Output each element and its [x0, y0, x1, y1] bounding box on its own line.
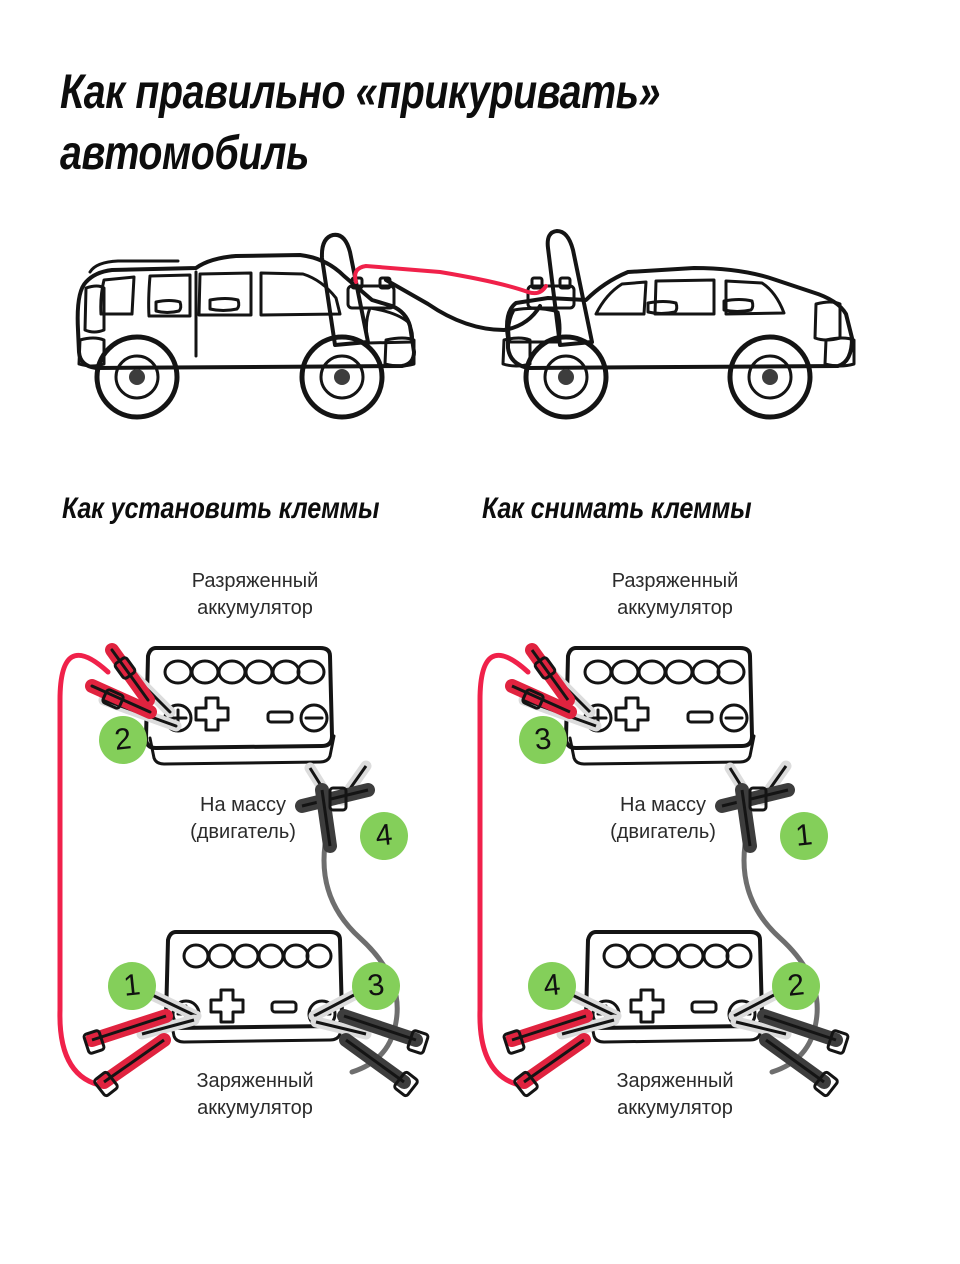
- right-red-cable: [477, 652, 531, 1089]
- badge-remove-step-3: 3: [516, 713, 570, 767]
- hero-jumper-cables: [353, 263, 548, 333]
- left-dead-battery-label: Разряженный аккумулятор: [191, 570, 319, 619]
- car-blue-battery: [346, 276, 396, 310]
- badge-install-step-1: 1: [105, 959, 159, 1013]
- minus-symbol: [266, 710, 294, 724]
- right-dead-battery-label: Разряженный аккумулятор: [611, 570, 739, 619]
- badge-remove-step-2: 2: [769, 959, 823, 1013]
- car-blue-wheels: [94, 334, 385, 420]
- section-heading-remove: Как снимать клеммы: [482, 492, 752, 525]
- right-charged-battery-label: Заряженный аккумулятор: [616, 1070, 734, 1119]
- left-gray-cable: [321, 842, 400, 1075]
- right-dead-battery-clamp-red: [505, 643, 602, 732]
- right-ground-label: На массу (двигатель): [610, 794, 716, 843]
- badge-install-step-3: 3: [349, 959, 403, 1013]
- car-red-battery: [526, 276, 576, 310]
- car-red: [501, 229, 856, 420]
- badge-install-step-2: 2: [96, 713, 150, 767]
- badge-install-step-4: 4: [357, 809, 411, 863]
- car-red-wheels: [523, 334, 813, 420]
- section-heading-install: Как установить клеммы: [62, 492, 380, 525]
- badge-remove-step-4: 4: [525, 959, 579, 1013]
- badge-remove-step-1: 1: [777, 809, 831, 863]
- left-charged-battery-label: Заряженный аккумулятор: [196, 1070, 314, 1119]
- left-red-cable: [57, 652, 111, 1089]
- car-blue: [75, 232, 416, 420]
- left-dead-battery-clamp-red: [85, 643, 182, 732]
- page-title: Как правильно «прикуривать» автомобиль: [60, 66, 661, 181]
- plus-symbol: [194, 696, 230, 732]
- right-gray-cable: [741, 842, 820, 1075]
- left-ground-label: На массу (двигатель): [190, 794, 296, 843]
